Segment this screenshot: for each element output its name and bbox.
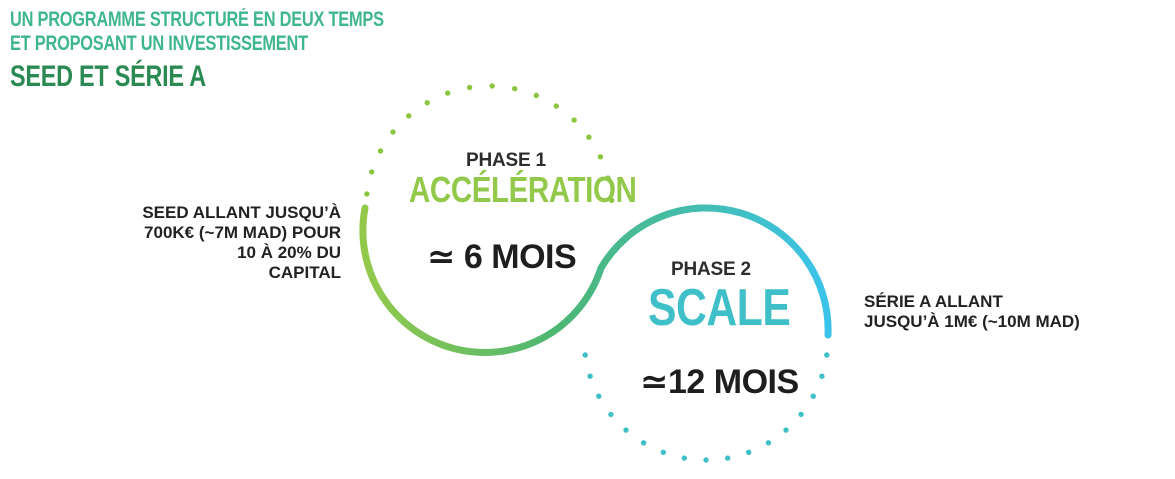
phase1-duration: ≃ 6 MOIS	[427, 238, 577, 276]
phase2-dot	[783, 427, 789, 433]
series-a-note-line: JUSQU’À 1M€ (~10M MAD)	[864, 312, 1080, 331]
phase-connector-curve	[359, 204, 832, 356]
phase2-dot	[582, 352, 588, 358]
seed-note-line: 10 À 20% DU	[237, 243, 341, 262]
phase1-dot	[586, 134, 592, 140]
phase2-dot	[703, 457, 709, 463]
phase2-dot	[810, 393, 816, 399]
header: UN PROGRAMME STRUCTURÉ EN DEUX TEMPS ET …	[10, 8, 489, 94]
seed-note-line: CAPITAL	[268, 263, 341, 282]
phase1-dot	[364, 191, 370, 197]
phase1-dot	[466, 84, 473, 91]
phase2-duration: ≃12 MOIS	[640, 363, 799, 401]
header-line-1: UN PROGRAMME STRUCTURÉ EN DEUX TEMPS	[10, 8, 384, 31]
phase1-title: ACCÉLÉRATION	[409, 169, 637, 210]
phase2-title: SCALE	[648, 279, 791, 337]
seed-investment-note: SEED ALLANT JUSQU’À 700K€ (~7M MAD) POUR…	[142, 203, 341, 283]
phase1-label: PHASE 1	[466, 150, 546, 171]
phase2-label: PHASE 2	[671, 259, 751, 280]
phase2-dot	[798, 411, 804, 418]
phase2-dot	[596, 393, 602, 399]
phase2-dot	[746, 449, 752, 455]
phase1-dot	[489, 83, 495, 89]
phase1-dot	[369, 169, 375, 175]
phase2-dotted-arc	[582, 352, 830, 463]
phase2-dot	[819, 373, 825, 379]
phase1-dot	[445, 90, 451, 96]
phase1-dot	[609, 197, 615, 204]
phase1-dot	[424, 100, 430, 106]
phase2-dot	[725, 455, 731, 461]
phase2-dot	[660, 449, 666, 455]
phase1-dot	[533, 92, 539, 99]
phase2-dot	[765, 440, 772, 446]
phase2-dot	[681, 455, 687, 461]
phase1-dot	[406, 113, 412, 119]
header-line-2: ET PROPOSANT UN INVESTISSEMENT	[10, 32, 308, 55]
phase1-dot	[377, 148, 384, 154]
seed-note-line: SEED ALLANT JUSQU’À	[142, 203, 341, 222]
phase1-dot	[512, 86, 518, 92]
series-a-note-line: SÉRIE A ALLANT	[864, 292, 1003, 311]
header-title: SEED ET SÉRIE A	[10, 60, 206, 93]
seed-note-line: 700K€ (~7M MAD) POUR	[144, 223, 341, 242]
phase1-dot	[597, 154, 604, 160]
phase1-dot	[390, 129, 396, 135]
phase2-dot	[608, 411, 614, 418]
phase2-dot	[824, 352, 830, 358]
phase1-dot	[605, 175, 611, 181]
phase2-dot	[640, 440, 647, 446]
phase1-dot	[553, 103, 559, 109]
phase1-dot	[571, 117, 577, 123]
phase2-dot	[587, 373, 593, 379]
phase1-dotted-arc	[364, 83, 615, 204]
series-a-investment-note: SÉRIE A ALLANT JUSQU’À 1M€ (~10M MAD)	[864, 292, 1080, 332]
phase2-dot	[623, 427, 629, 433]
